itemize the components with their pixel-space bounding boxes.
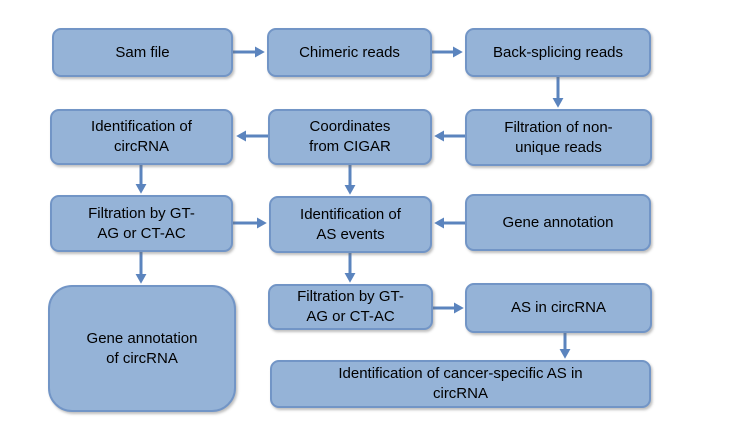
node-filtration-non-unique: Filtration of non- unique reads bbox=[465, 109, 652, 166]
node-identification-as-events: Identification of AS events bbox=[269, 196, 432, 253]
node-as-in-circrna: AS in circRNA bbox=[465, 283, 652, 333]
node-identification-of-circrna: Identification of circRNA bbox=[50, 109, 233, 165]
node-coordinates-from-cigar: Coordinates from CIGAR bbox=[268, 109, 432, 165]
node-sam-file: Sam file bbox=[52, 28, 233, 77]
node-filtration-gt-ag-1: Filtration by GT- AG or CT-AC bbox=[50, 195, 233, 252]
node-filtration-gt-ag-2: Filtration by GT- AG or CT-AC bbox=[268, 284, 433, 330]
node-identification-cancer-as: Identification of cancer-specific AS in … bbox=[270, 360, 651, 408]
node-gene-annotation-circrna: Gene annotation of circRNA bbox=[48, 285, 236, 412]
node-back-splicing-reads: Back-splicing reads bbox=[465, 28, 651, 77]
node-chimeric-reads: Chimeric reads bbox=[267, 28, 432, 77]
node-gene-annotation: Gene annotation bbox=[465, 194, 651, 251]
